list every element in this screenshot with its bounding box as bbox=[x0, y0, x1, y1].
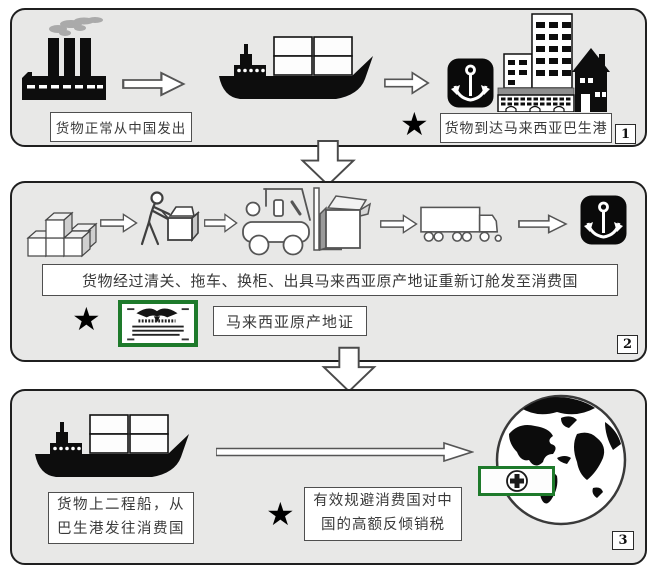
plus-target-icon bbox=[505, 470, 528, 492]
certificate-art bbox=[127, 308, 189, 341]
step-number-2: 2 bbox=[617, 335, 638, 354]
right-arrow-icon bbox=[384, 71, 430, 95]
right-arrow-icon bbox=[518, 214, 568, 234]
globe-icon bbox=[495, 394, 627, 526]
anchor-port-icon bbox=[447, 58, 494, 108]
city-buildings-icon bbox=[497, 13, 610, 112]
cargo-ship-icon bbox=[35, 414, 189, 477]
worker-packing-icon bbox=[140, 191, 200, 246]
right-arrow-icon bbox=[100, 213, 138, 233]
caption-avoid-antidumping-tax: 有效规避消费国对中国的高额反倾销税 bbox=[304, 487, 462, 541]
forklift-icon bbox=[242, 187, 372, 256]
star-icon: ★ bbox=[72, 300, 101, 338]
caption-arrive-port-klang: 货物到达马来西亚巴生港 bbox=[440, 113, 612, 143]
caption-goods-from-china: 货物正常从中国发出 bbox=[50, 112, 192, 142]
factory-icon bbox=[22, 17, 106, 100]
step-number-3: 3 bbox=[612, 531, 634, 550]
truck-icon bbox=[420, 206, 502, 242]
star-icon: ★ bbox=[266, 495, 295, 533]
caption-second-leg-ship: 货物上二程船，从巴生港发往消费国 bbox=[48, 492, 194, 544]
right-arrow-icon bbox=[380, 214, 418, 234]
cargo-ship-icon bbox=[219, 36, 373, 99]
step-number-1: 1 bbox=[615, 124, 636, 144]
long-right-arrow-icon bbox=[216, 441, 474, 463]
down-arrow-icon bbox=[300, 140, 356, 187]
boxes-stack-icon bbox=[26, 211, 98, 258]
right-arrow-icon bbox=[122, 71, 186, 97]
right-arrow-icon bbox=[204, 213, 238, 233]
caption-clearance-process: 货物经过清关、拖车、换柜、出具马来西亚原产地证重新订舱发至消费国 bbox=[42, 264, 618, 296]
caption-certificate-of-origin: 马来西亚原产地证 bbox=[213, 306, 367, 336]
down-arrow-icon bbox=[321, 346, 377, 393]
target-plus-box bbox=[478, 466, 555, 496]
star-icon: ★ bbox=[400, 105, 429, 143]
certificate-icon bbox=[118, 300, 198, 347]
anchor-port-icon bbox=[580, 195, 627, 245]
